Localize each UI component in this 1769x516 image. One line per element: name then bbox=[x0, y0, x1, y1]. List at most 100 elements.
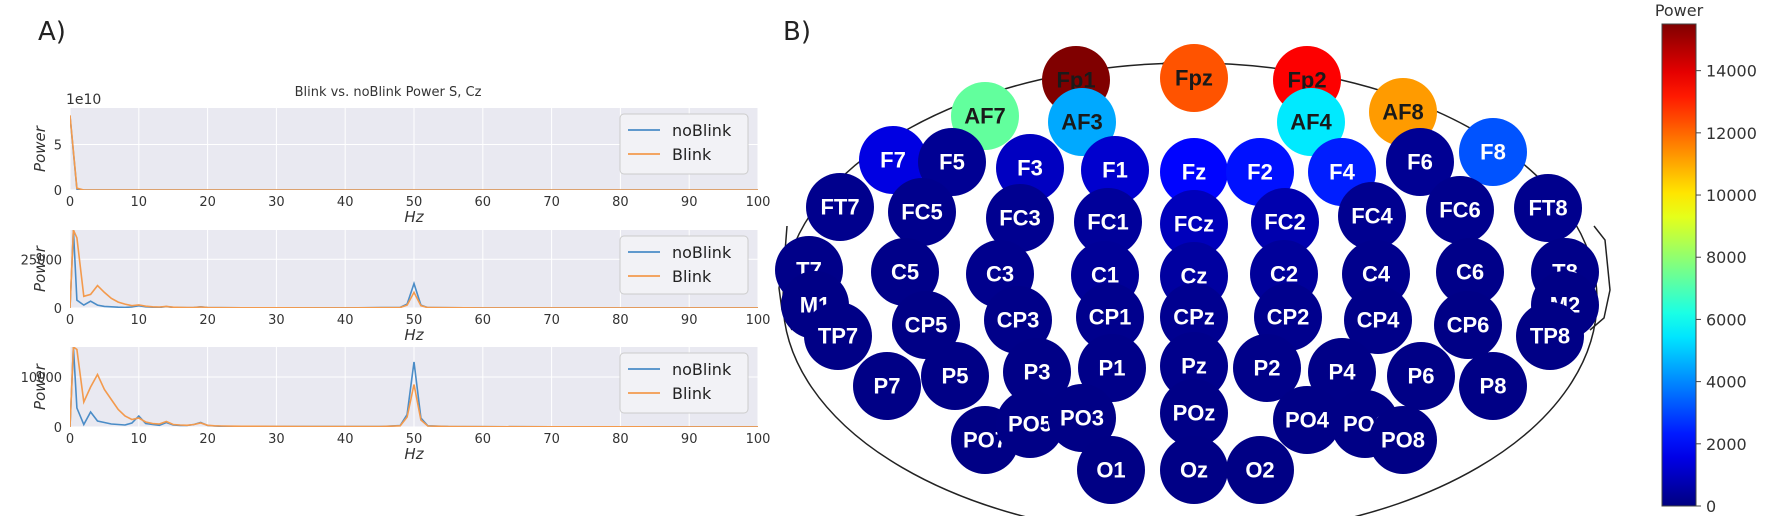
x-tick-label: 60 bbox=[475, 313, 492, 328]
legend-label: noBlink bbox=[672, 360, 732, 379]
y-tick-label: 0 bbox=[54, 302, 62, 317]
electrode-marker bbox=[859, 126, 927, 194]
x-tick-label: 50 bbox=[406, 432, 423, 447]
electrode-label: FT7 bbox=[820, 195, 859, 220]
electrode-marker bbox=[1254, 283, 1322, 351]
electrode-marker bbox=[918, 128, 986, 196]
electrode-cp2: CP2 bbox=[1254, 283, 1322, 351]
electrode-label: Fpz bbox=[1175, 66, 1213, 91]
electrode-label: C6 bbox=[1456, 260, 1484, 285]
x-axis-label: Hz bbox=[404, 326, 424, 344]
electrode-po3: PO3 bbox=[1048, 384, 1116, 452]
electrode-o2: O2 bbox=[1226, 436, 1294, 504]
electrode-marker bbox=[1459, 352, 1527, 420]
x-axis-label: Hz bbox=[404, 208, 424, 226]
electrode-label: CP2 bbox=[1267, 305, 1310, 330]
electrode-marker bbox=[1434, 291, 1502, 359]
electrode-marker bbox=[1048, 384, 1116, 452]
x-tick-label: 10 bbox=[131, 432, 148, 447]
y-axis-label: Power bbox=[31, 245, 49, 292]
electrode-marker bbox=[1426, 176, 1494, 244]
electrode-label: F6 bbox=[1407, 150, 1433, 175]
electrode-p8: P8 bbox=[1459, 352, 1527, 420]
electrode-label: F1 bbox=[1102, 158, 1128, 183]
electrode-fcz: FCz bbox=[1160, 190, 1228, 258]
x-tick-label: 20 bbox=[199, 195, 216, 210]
x-tick-label: 40 bbox=[337, 432, 354, 447]
electrode-label: C2 bbox=[1270, 262, 1298, 287]
electrode-cp5: CP5 bbox=[892, 291, 960, 359]
electrode-af3: AF3 bbox=[1048, 88, 1116, 156]
electrode-marker bbox=[1074, 188, 1142, 256]
electrode-label: O2 bbox=[1245, 458, 1274, 483]
legend-label: noBlink bbox=[672, 121, 732, 140]
electrode-label: CP4 bbox=[1357, 308, 1401, 333]
x-tick-label: 0 bbox=[66, 432, 74, 447]
electrode-label: P5 bbox=[942, 364, 969, 389]
x-axis-label: Hz bbox=[404, 445, 424, 463]
electrode-marker bbox=[1160, 436, 1228, 504]
electrode-po8: PO8 bbox=[1369, 406, 1437, 474]
x-tick-label: 100 bbox=[746, 432, 771, 447]
electrode-fpz: Fpz bbox=[1160, 44, 1228, 112]
colorbar-tick-label: 10000 bbox=[1706, 186, 1757, 205]
electrode-label: POz bbox=[1173, 401, 1216, 426]
x-tick-label: 60 bbox=[475, 195, 492, 210]
legend-label: Blink bbox=[672, 145, 712, 164]
x-tick-label: 80 bbox=[612, 195, 629, 210]
x-tick-label: 100 bbox=[746, 313, 771, 328]
electrode-marker bbox=[1387, 342, 1455, 410]
colorbar-tick-label: 12000 bbox=[1706, 124, 1757, 143]
colorbar-tick-label: 14000 bbox=[1706, 62, 1757, 81]
legend-label: noBlink bbox=[672, 243, 732, 262]
x-tick-label: 20 bbox=[199, 432, 216, 447]
x-tick-label: 70 bbox=[543, 432, 560, 447]
electrode-label: Pz bbox=[1181, 354, 1207, 379]
electrode-label: C4 bbox=[1362, 262, 1391, 287]
x-tick-label: 30 bbox=[268, 313, 285, 328]
electrode-f8: F8 bbox=[1459, 118, 1527, 186]
electrode-cp1: CP1 bbox=[1076, 283, 1144, 351]
electrode-marker bbox=[806, 173, 874, 241]
electrode-label: CP5 bbox=[905, 313, 948, 338]
electrode-label: P4 bbox=[1329, 360, 1357, 385]
electrode-label: PO3 bbox=[1060, 406, 1104, 431]
electrode-marker bbox=[1160, 332, 1228, 400]
electrode-marker bbox=[1078, 334, 1146, 402]
x-tick-label: 90 bbox=[681, 195, 698, 210]
electrode-po4: PO4 bbox=[1273, 386, 1341, 454]
x-tick-label: 80 bbox=[612, 432, 629, 447]
electrode-label: P1 bbox=[1099, 356, 1126, 381]
electrode-marker bbox=[1160, 283, 1228, 351]
electrode-marker bbox=[1077, 436, 1145, 504]
electrode-fc5: FC5 bbox=[888, 178, 956, 246]
electrode-label: PO4 bbox=[1285, 408, 1330, 433]
colorbar-tick-label: 4000 bbox=[1706, 373, 1747, 392]
electrode-tp7: TP7 bbox=[804, 302, 872, 370]
electrode-label: FC6 bbox=[1439, 198, 1481, 223]
x-tick-label: 90 bbox=[681, 432, 698, 447]
series-line-blink bbox=[70, 230, 758, 308]
x-tick-label: 70 bbox=[543, 313, 560, 328]
x-tick-label: 50 bbox=[406, 313, 423, 328]
x-tick-label: 30 bbox=[268, 432, 285, 447]
electrode-f6: F6 bbox=[1386, 128, 1454, 196]
electrode-label: C3 bbox=[986, 262, 1014, 287]
x-tick-label: 30 bbox=[268, 195, 285, 210]
electrode-label: AF4 bbox=[1290, 110, 1332, 135]
electrode-label: FC2 bbox=[1264, 210, 1306, 235]
colorbar-label: Power bbox=[1655, 1, 1704, 20]
y-tick-label: 5 bbox=[54, 138, 62, 153]
electrode-marker bbox=[1160, 44, 1228, 112]
electrode-f7: F7 bbox=[859, 126, 927, 194]
electrode-label: F5 bbox=[939, 150, 965, 175]
y-tick-label: 0 bbox=[54, 184, 62, 199]
electrode-label: O1 bbox=[1096, 458, 1125, 483]
electrode-marker bbox=[996, 390, 1064, 458]
electrode-marker bbox=[853, 352, 921, 420]
